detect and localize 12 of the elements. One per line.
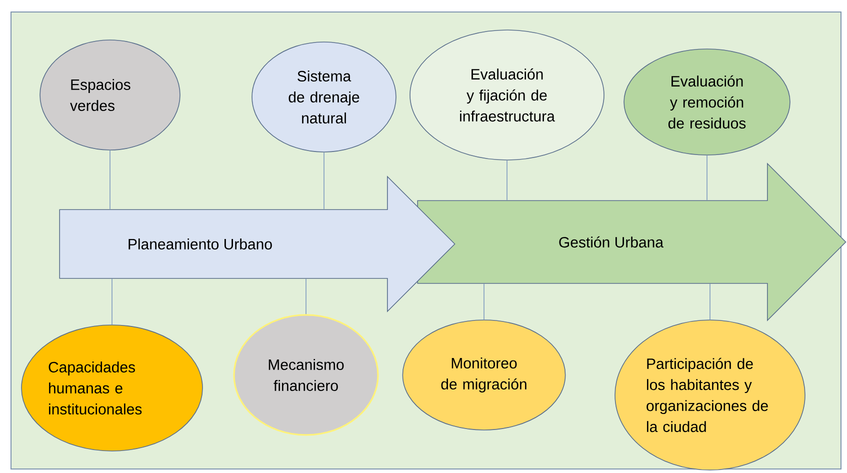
band-label: Gestión Urbana <box>559 236 664 248</box>
ellipse-node: Evaluación y fijación de infraestructura <box>410 30 604 160</box>
ellipse-node: Evaluación y remoción de residuos <box>624 48 790 156</box>
ellipse-node: Sistema de drenaje natural <box>252 42 396 152</box>
ellipse-node: Espacios verdes <box>40 40 180 150</box>
ellipse-node: Mecanismo financiero <box>233 314 379 436</box>
connector-line <box>706 154 708 201</box>
band-label: Planeamiento Urbano <box>128 238 272 250</box>
ellipse-node: Participación de los habitantes y organizaciones de la ciudad <box>614 320 806 470</box>
ellipse-node: Monitoreo de migración <box>402 320 566 430</box>
ellipse-node: Capacidades humanas e institucionales <box>21 324 203 452</box>
connector-line <box>506 160 508 201</box>
